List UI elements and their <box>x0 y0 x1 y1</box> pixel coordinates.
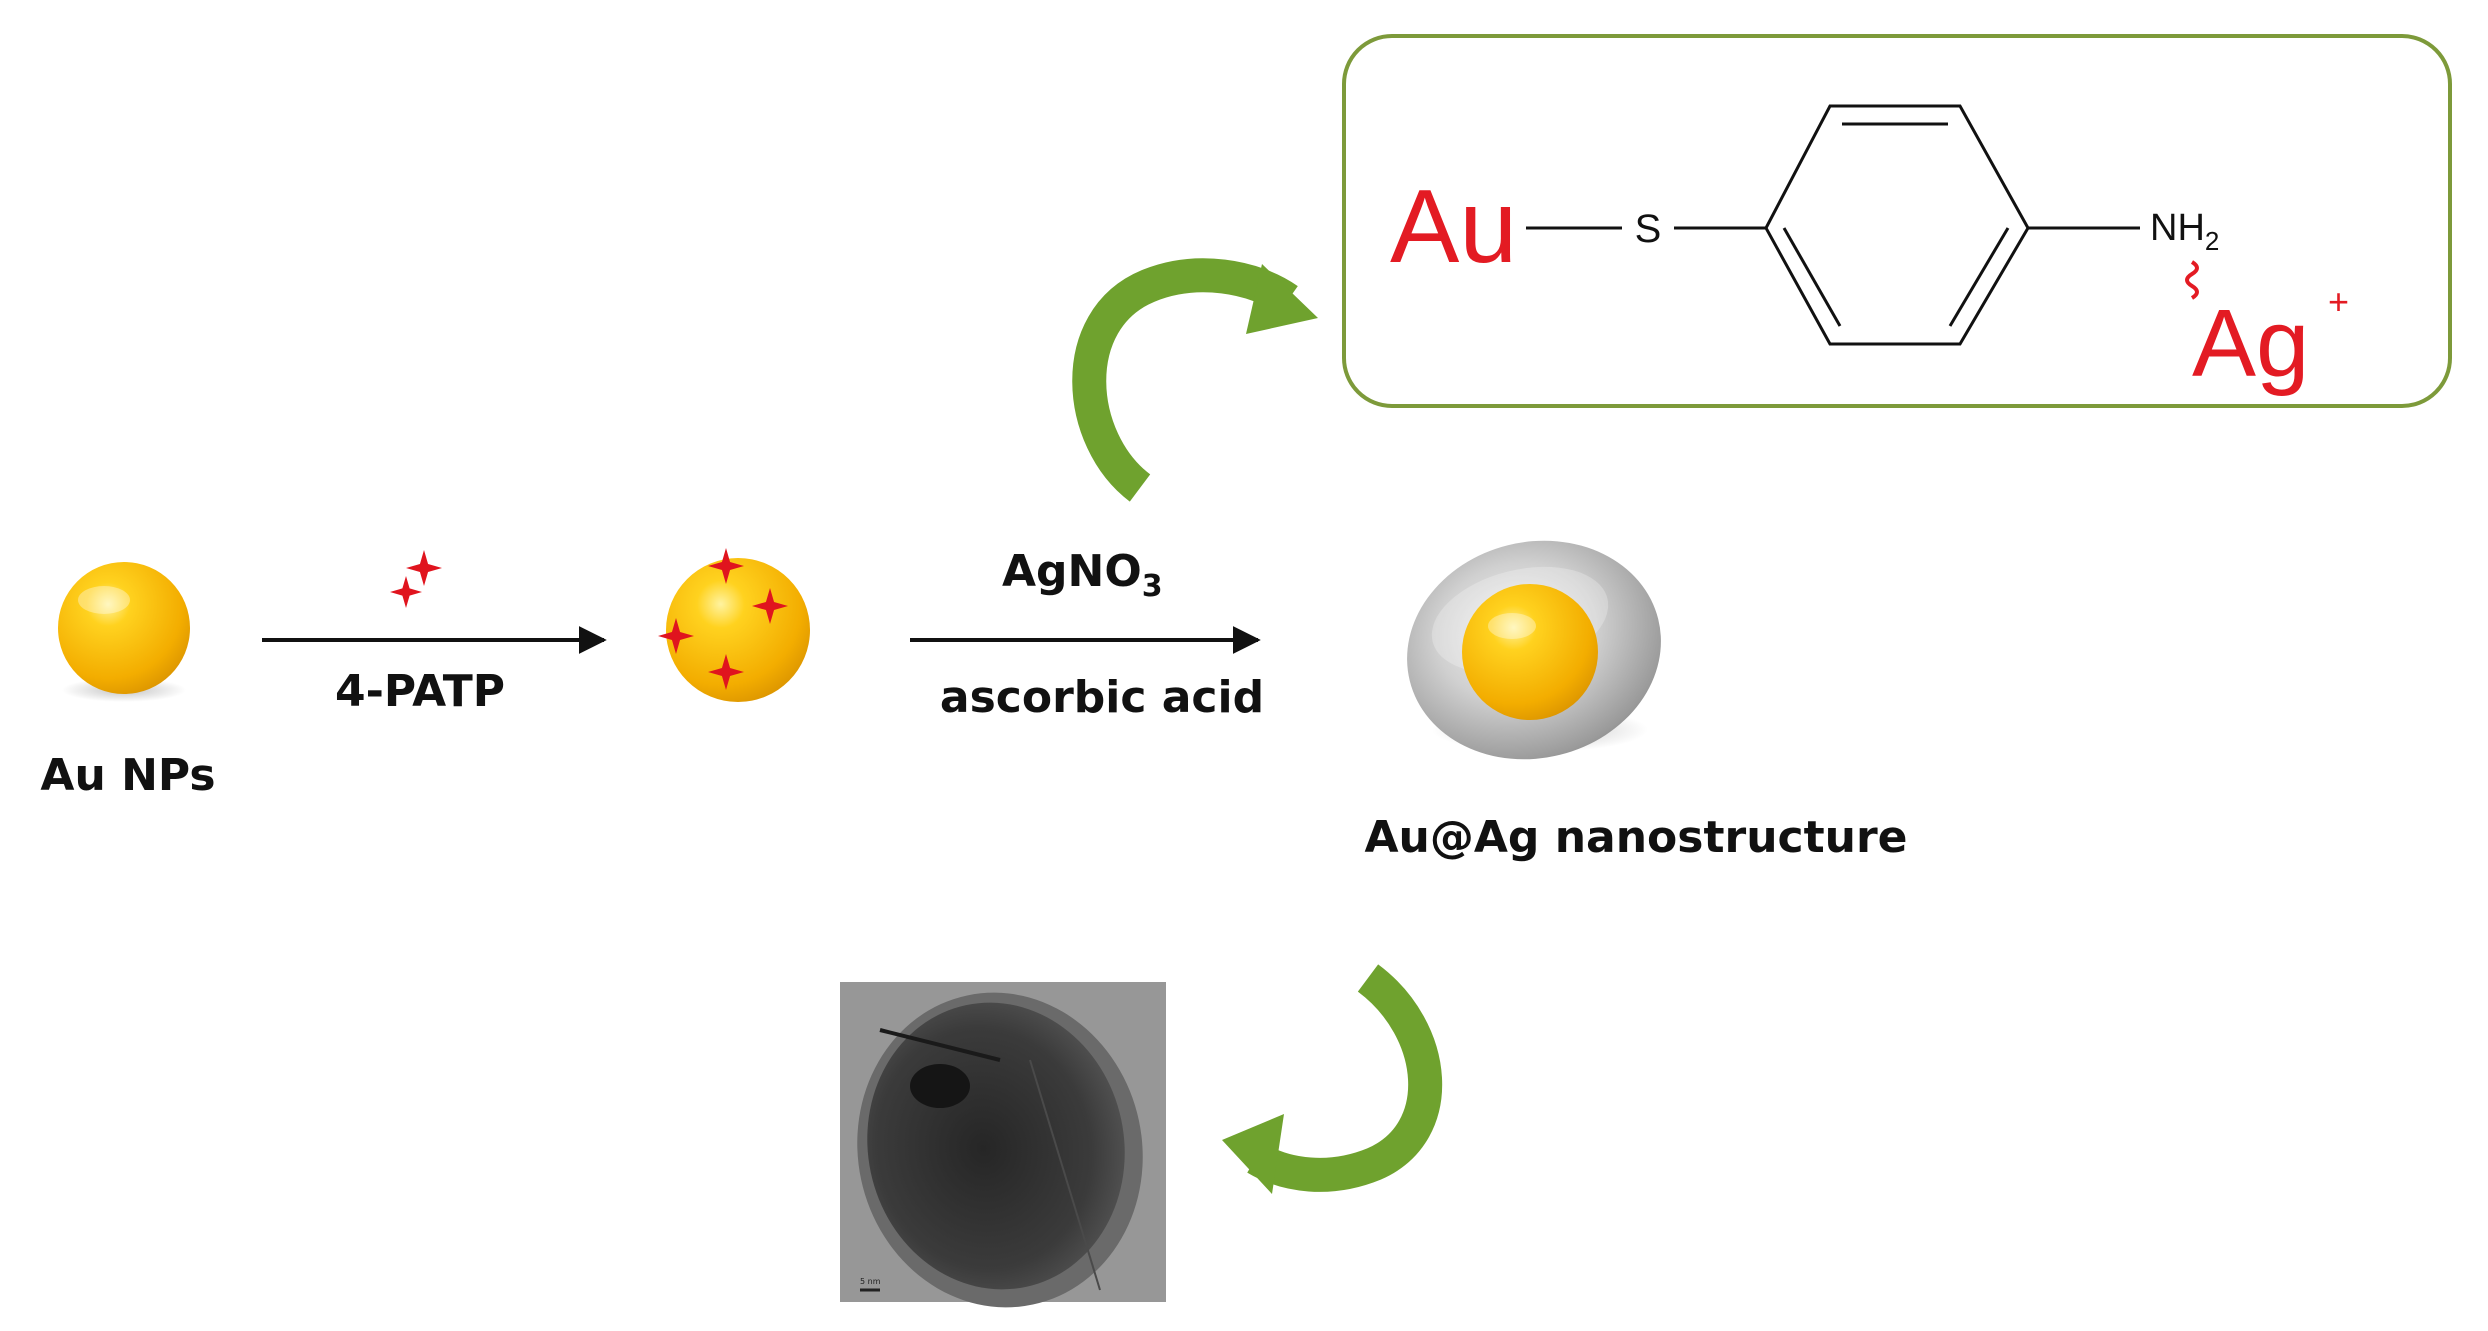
coordination-bond <box>2185 260 2199 300</box>
structure-box: Au S NH2 Ag + <box>1342 34 2452 408</box>
scale-bar-label: 5 nm <box>860 1277 881 1286</box>
au-atom-label: Au <box>1390 169 1517 285</box>
au-ag-nanostructure <box>1407 540 1661 760</box>
sulfur-label: S <box>1635 207 1662 251</box>
reagent-1-label: 4-PATP <box>335 666 505 717</box>
reagent-2-label: AgNO3 <box>1002 546 1163 604</box>
curved-arrow-icon <box>1072 258 1318 502</box>
ag-charge-label: + <box>2328 281 2349 322</box>
reagent-3-label: ascorbic acid <box>940 672 1264 723</box>
curved-arrow-icon <box>1222 964 1443 1194</box>
au-nanoparticle <box>58 562 190 702</box>
ag-ion-label: Ag <box>2192 290 2309 397</box>
au-nps-label: Au NPs <box>40 750 215 801</box>
product-label: Au@Ag nanostructure <box>1364 812 1907 863</box>
functionalized-au-nanoparticle <box>658 548 810 702</box>
plus-star-icon <box>390 550 442 608</box>
tem-image: 5 nm <box>840 982 1166 1308</box>
amine-label: NH2 <box>2150 207 2219 256</box>
